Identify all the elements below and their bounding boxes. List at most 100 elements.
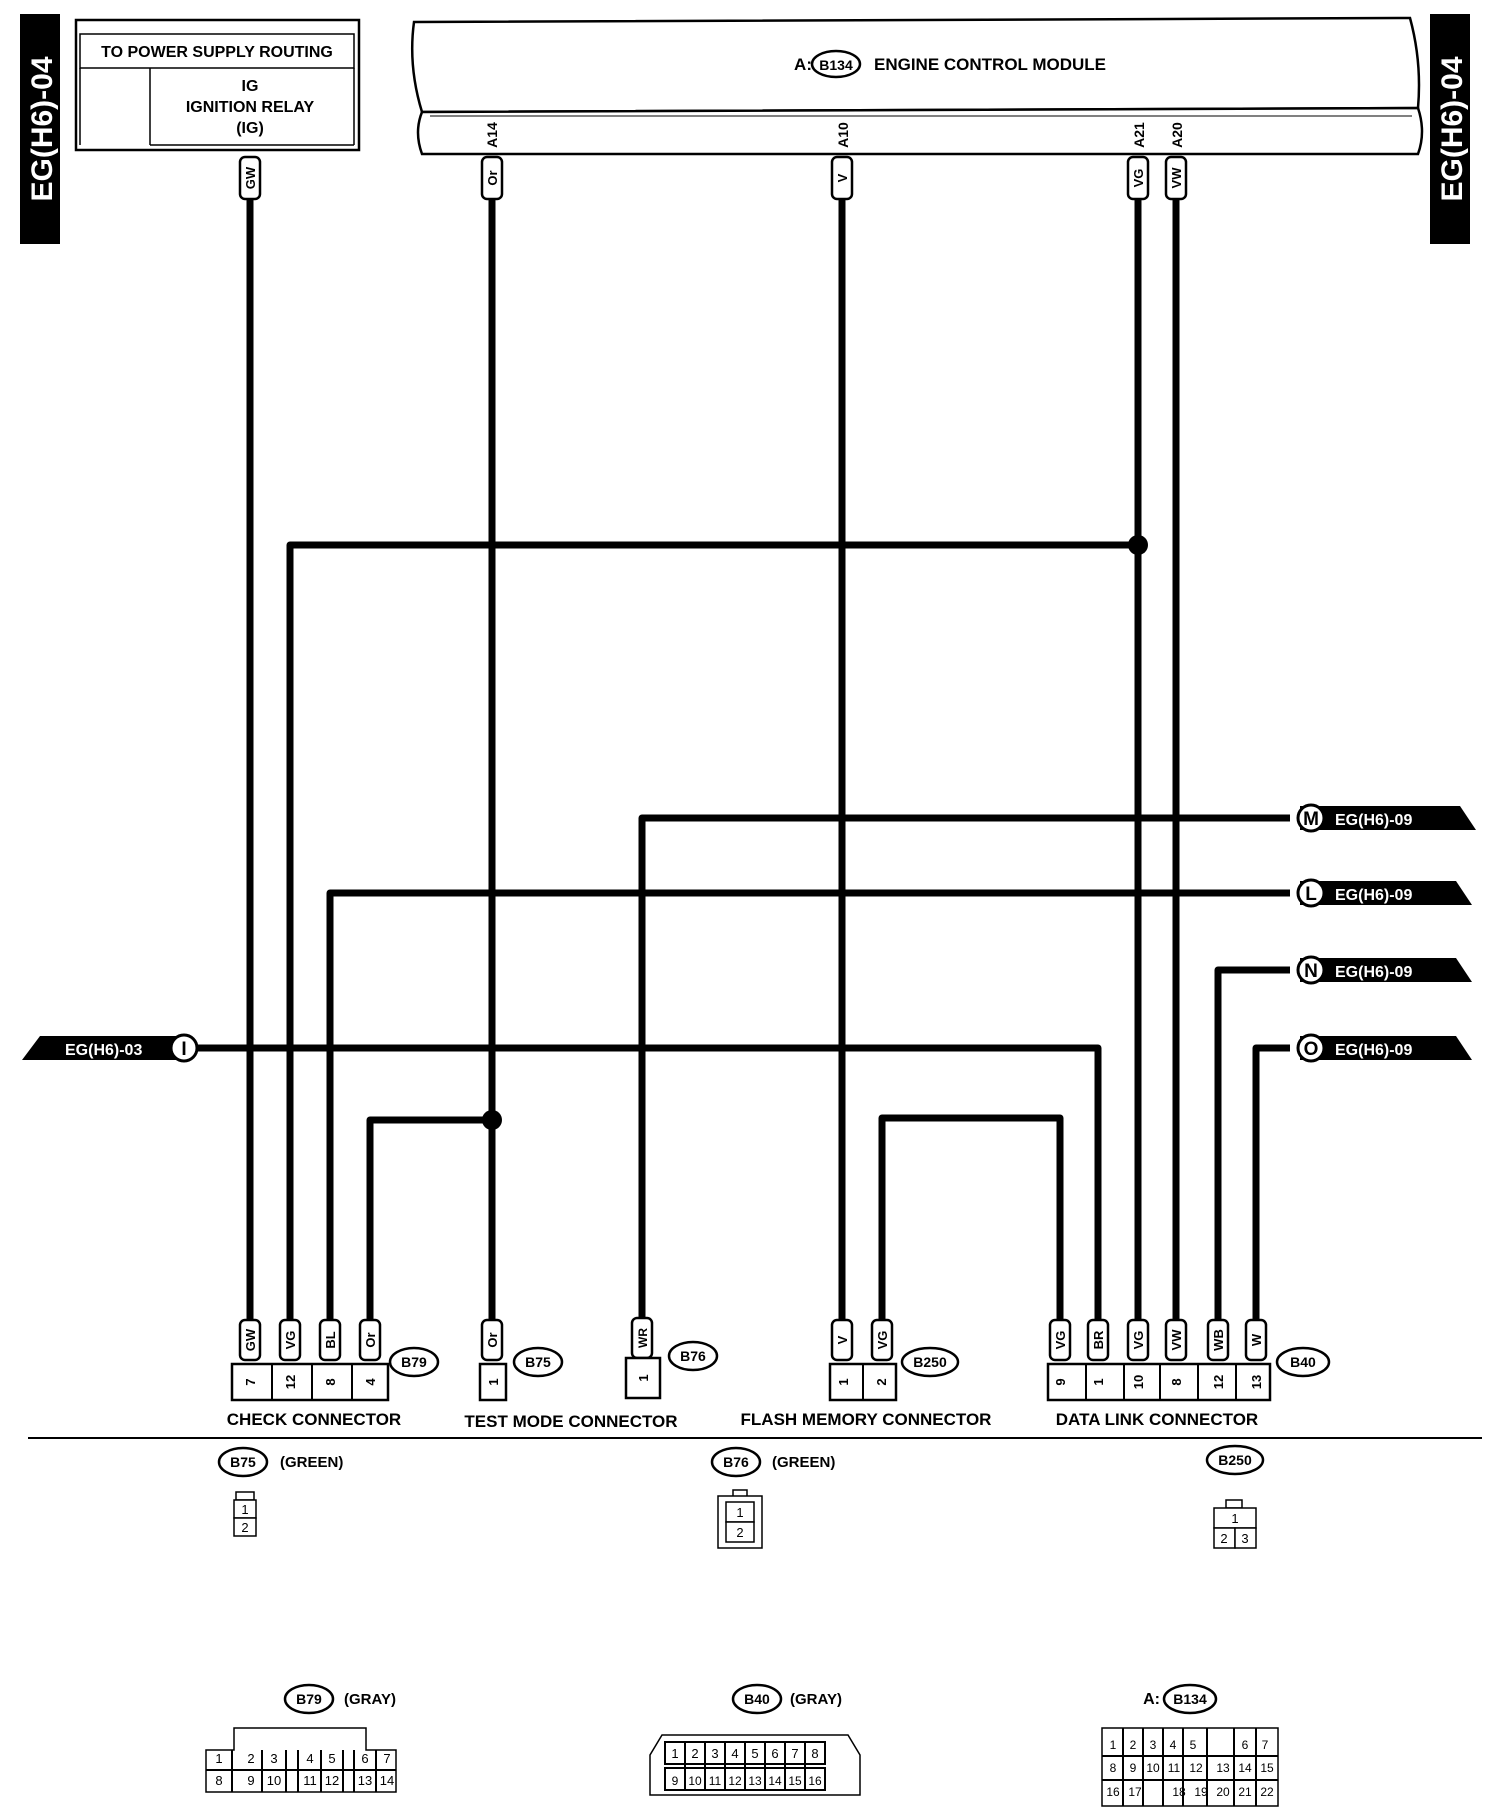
svg-text:5: 5 bbox=[1190, 1738, 1197, 1752]
svg-text:I: I bbox=[181, 1039, 186, 1060]
wire-tag-vg-check: VG bbox=[278, 1318, 302, 1362]
face-b40-cells: 1 2 3 4 5 6 7 8 9 10 11 12 13 14 15 16 bbox=[671, 1746, 822, 1788]
wire-vg-flash bbox=[878, 1114, 1064, 1330]
svg-text:2: 2 bbox=[247, 1751, 254, 1766]
wire-tag-gw-top: GW bbox=[238, 155, 262, 201]
wire-wb bbox=[1214, 966, 1290, 1330]
power-supply-ig: IG bbox=[242, 78, 259, 95]
wires bbox=[196, 200, 1290, 1330]
svg-text:10: 10 bbox=[1146, 1761, 1160, 1775]
wire-tag-bl: BL bbox=[318, 1318, 342, 1362]
svg-text:9: 9 bbox=[247, 1773, 254, 1788]
svg-text:7: 7 bbox=[383, 1751, 390, 1766]
svg-text:GW: GW bbox=[243, 1328, 258, 1351]
svg-text:8: 8 bbox=[1110, 1761, 1117, 1775]
wire-color-tags: GW Or V VG VW GW VG BL bbox=[238, 155, 1268, 1362]
svg-text:B75: B75 bbox=[230, 1454, 256, 1470]
svg-text:VG: VG bbox=[1131, 169, 1146, 188]
ecm-pin-a20: A20 bbox=[1169, 122, 1185, 148]
wire-tag-w: W bbox=[1244, 1318, 1268, 1362]
svg-text:Or: Or bbox=[363, 1332, 378, 1347]
data-link-connector-label: DATA LINK CONNECTOR bbox=[1056, 1410, 1258, 1429]
svg-text:14: 14 bbox=[1238, 1761, 1252, 1775]
svg-text:3: 3 bbox=[1241, 1531, 1248, 1546]
svg-text:EG(H6)-09: EG(H6)-09 bbox=[1335, 887, 1412, 904]
wire-tag-br: BR bbox=[1086, 1318, 1110, 1362]
power-supply-box: TO POWER SUPPLY ROUTING IG IGNITION RELA… bbox=[74, 18, 361, 152]
wire-or-check bbox=[366, 1116, 492, 1330]
splice-or bbox=[482, 1110, 502, 1130]
svg-text:1: 1 bbox=[1091, 1378, 1106, 1385]
svg-text:(GRAY): (GRAY) bbox=[790, 1691, 842, 1708]
svg-text:10: 10 bbox=[267, 1773, 281, 1788]
offpage-n: N EG(H6)-09 bbox=[1296, 955, 1472, 985]
wire-tag-vg-top: VG bbox=[1126, 155, 1150, 201]
svg-text:GW: GW bbox=[243, 166, 258, 189]
wire-tag-wr: WR bbox=[630, 1316, 654, 1360]
face-b75: B75 (GREEN) 1 2 bbox=[217, 1446, 343, 1537]
check-connector-id: B79 bbox=[401, 1354, 427, 1370]
svg-text:4: 4 bbox=[1170, 1738, 1177, 1752]
svg-text:Or: Or bbox=[485, 1332, 500, 1347]
wire-tag-wb: WB bbox=[1206, 1318, 1230, 1362]
svg-text:3: 3 bbox=[1150, 1738, 1157, 1752]
face-b134: A: B134 1 2 3 4 5 6 7 8 9 10 11 12 13 14… bbox=[1101, 1683, 1279, 1807]
wire-bl bbox=[326, 889, 1290, 1330]
svg-text:L: L bbox=[1305, 884, 1317, 905]
svg-text:(GREEN): (GREEN) bbox=[772, 1454, 835, 1471]
svg-text:12: 12 bbox=[728, 1774, 742, 1788]
svg-text:VG: VG bbox=[1053, 1331, 1068, 1350]
left-page-tab: EG(H6)-04 bbox=[20, 14, 60, 244]
svg-text:22: 22 bbox=[1260, 1785, 1274, 1799]
svg-text:(GRAY): (GRAY) bbox=[344, 1691, 396, 1708]
left-page-code: EG(H6)-04 bbox=[26, 56, 59, 201]
flash-memory-connector-id: B250 bbox=[913, 1354, 947, 1370]
svg-text:10: 10 bbox=[1131, 1375, 1146, 1389]
svg-text:19: 19 bbox=[1194, 1785, 1208, 1799]
test-mode-connector: 1 B75 TEST MODE CONNECTOR bbox=[464, 1346, 678, 1431]
svg-text:5: 5 bbox=[328, 1751, 335, 1766]
svg-text:BL: BL bbox=[323, 1331, 338, 1348]
svg-text:N: N bbox=[1304, 961, 1318, 982]
ecm-prefix: A: bbox=[794, 55, 812, 74]
svg-text:1: 1 bbox=[736, 1505, 743, 1520]
svg-text:8: 8 bbox=[811, 1746, 818, 1761]
svg-text:VW: VW bbox=[1169, 167, 1184, 189]
svg-text:12: 12 bbox=[283, 1375, 298, 1389]
check-connector: 7 12 8 4 B79 CHECK CONNECTOR bbox=[227, 1346, 440, 1429]
svg-text:2: 2 bbox=[241, 1520, 248, 1535]
right-page-code: EG(H6)-04 bbox=[1436, 56, 1469, 201]
svg-text:11: 11 bbox=[303, 1773, 317, 1788]
svg-text:4: 4 bbox=[363, 1378, 378, 1386]
svg-text:V: V bbox=[835, 173, 850, 182]
svg-text:VW: VW bbox=[1169, 1329, 1184, 1351]
offpage-o: O EG(H6)-09 bbox=[1296, 1033, 1472, 1063]
svg-text:3: 3 bbox=[711, 1746, 718, 1761]
power-supply-relay-code: (IG) bbox=[236, 120, 264, 137]
ecm-box: A: B134 ENGINE CONTROL MODULE A14 A10 A2… bbox=[410, 16, 1424, 156]
svg-text:13: 13 bbox=[1249, 1375, 1264, 1389]
wire-tag-vw-bottom: VW bbox=[1164, 1318, 1188, 1362]
wire-w bbox=[1252, 1044, 1290, 1330]
wire-wr bbox=[638, 814, 1290, 1330]
ecm-title: ENGINE CONTROL MODULE bbox=[874, 55, 1106, 74]
svg-text:W: W bbox=[1249, 1333, 1264, 1346]
svg-text:1: 1 bbox=[1231, 1511, 1238, 1526]
svg-text:21: 21 bbox=[1238, 1785, 1252, 1799]
wire-tag-vg-ecm-bottom: VG bbox=[1126, 1318, 1150, 1362]
svg-text:20: 20 bbox=[1216, 1785, 1230, 1799]
wire-tag-vg-flash: VG bbox=[870, 1318, 894, 1362]
svg-text:4: 4 bbox=[731, 1746, 738, 1761]
svg-text:7: 7 bbox=[1262, 1738, 1269, 1752]
svg-text:8: 8 bbox=[215, 1773, 222, 1788]
svg-text:5: 5 bbox=[751, 1746, 758, 1761]
wire-tag-v-top: V bbox=[830, 155, 854, 201]
svg-text:A:: A: bbox=[1143, 1691, 1160, 1708]
power-supply-relay: IGNITION RELAY bbox=[186, 99, 315, 116]
svg-text:V: V bbox=[835, 1335, 850, 1344]
svg-text:15: 15 bbox=[1260, 1761, 1274, 1775]
check-connector-label: CHECK CONNECTOR bbox=[227, 1410, 401, 1429]
wire-br bbox=[196, 1044, 1102, 1330]
svg-text:3: 3 bbox=[270, 1751, 277, 1766]
